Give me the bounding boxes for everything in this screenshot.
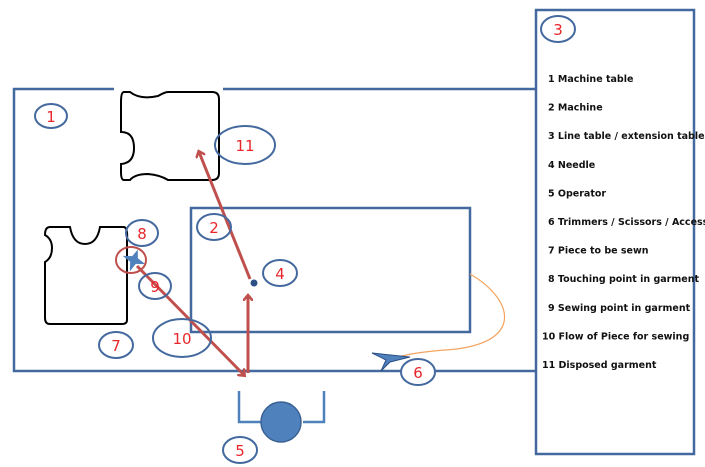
legend-item: 2 Machine [548, 103, 603, 114]
marker-8: 8 [125, 219, 159, 247]
legend-item: 1 Machine table [548, 74, 633, 85]
needle-icon [250, 279, 258, 287]
operator [237, 391, 326, 443]
piece-to-be-sewn-shape [43, 226, 129, 325]
legend-item: 11 Disposed garment [542, 360, 657, 371]
svg-text:2: 2 [209, 219, 219, 237]
svg-text:3: 3 [553, 21, 563, 39]
svg-text:1: 1 [46, 108, 56, 126]
marker-5: 5 [222, 436, 258, 464]
svg-text:4: 4 [275, 265, 285, 283]
marker-4: 4 [262, 259, 298, 287]
svg-text:8: 8 [137, 225, 147, 243]
svg-text:9: 9 [150, 278, 160, 296]
legend-item: 4 Needle [548, 160, 595, 171]
legend-item: 7 Piece to be sewn [548, 246, 649, 257]
operator-chair [237, 391, 261, 424]
marker-9: 9 [138, 272, 172, 300]
marker-7: 7 [98, 331, 134, 359]
marker-2: 2 [196, 213, 232, 241]
machine-table [12, 87, 536, 373]
marker-6: 6 [400, 358, 436, 386]
marker-11: 11 [214, 125, 276, 165]
sewing-point-circle [115, 246, 147, 274]
machine [189, 206, 472, 334]
line-table [534, 8, 696, 456]
marker-10: 10 [152, 318, 212, 358]
svg-text:7: 7 [111, 337, 121, 355]
trimmers-icon [371, 352, 411, 372]
legend: 1 Machine table 2 Machine 3 Line table / e… [542, 74, 705, 371]
marker-1: 1 [34, 103, 68, 129]
operator-head-icon [260, 401, 302, 443]
svg-text:5: 5 [235, 442, 245, 460]
thread-line [397, 273, 505, 358]
legend-item: 5 Operator [548, 188, 606, 199]
legend-item: 10 Flow of Piece for sewing [542, 331, 689, 342]
svg-text:11: 11 [235, 137, 254, 155]
legend-item: 3 Line table / extension table [548, 131, 705, 142]
svg-text:6: 6 [413, 364, 423, 382]
touch-point-star-icon [122, 249, 146, 272]
legend-item: 8 Touching point in garment [548, 274, 699, 285]
legend-item: 9 Sewing point in garment [548, 303, 691, 314]
svg-text:10: 10 [172, 330, 191, 348]
legend-item: 6 Trimmers / Scissors / Accessories [548, 217, 705, 228]
marker-3: 3 [540, 15, 576, 43]
flow-arrow-to-disposal [199, 152, 252, 280]
disposed-garment-shape [120, 91, 220, 181]
